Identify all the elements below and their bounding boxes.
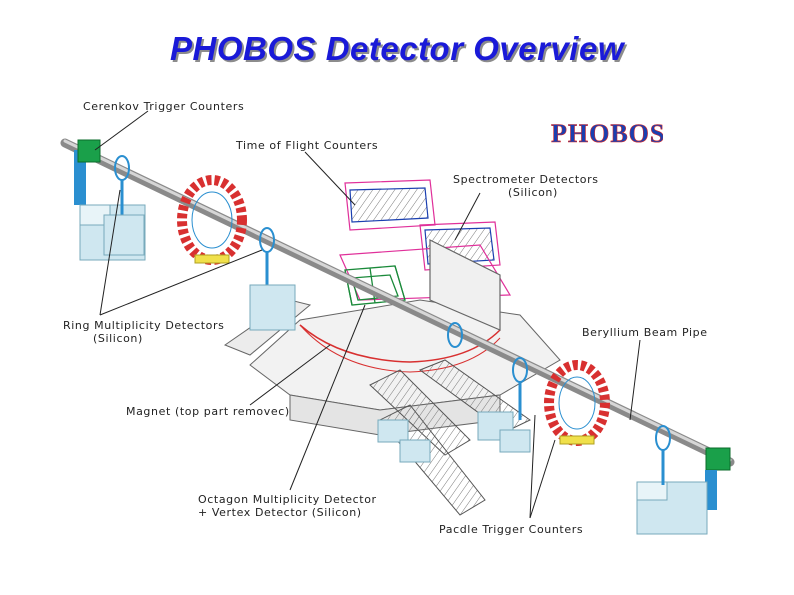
ring-detector-2 xyxy=(249,227,296,331)
ring-detector-1 xyxy=(103,155,145,256)
tof-wheel-left xyxy=(177,175,247,265)
label-beam-pipe: Beryllium Beam Pipe xyxy=(582,326,708,339)
beam-pipe xyxy=(60,138,735,467)
ring-detector-3 xyxy=(447,322,463,348)
ring-detector-4 xyxy=(512,357,528,420)
label-octagon: Octagon Multiplicity Detector xyxy=(198,493,377,506)
logo-text: PHOBOS xyxy=(551,119,663,148)
label-octagon-sub: + Vertex Detector (Silicon) xyxy=(198,506,362,519)
label-ring-sub: (Silicon) xyxy=(93,332,143,345)
rail-assembly xyxy=(369,359,531,516)
spectrometer-frames xyxy=(339,179,512,331)
page-title: PHOBOS Detector Overview xyxy=(170,30,624,67)
label-cerenkov: Cerenkov Trigger Counters xyxy=(83,100,245,113)
label-spectrometer: Spectrometer Detectors xyxy=(453,173,599,186)
label-paddle: Pacdle Trigger Counters xyxy=(439,523,584,536)
label-spectrometer-sub: (Silicon) xyxy=(508,186,558,199)
tof-wheel-right xyxy=(544,360,610,446)
cerenkov-counter-right xyxy=(636,447,731,535)
leader-lines xyxy=(94,110,641,519)
label-ring: Ring Multiplicity Detectors xyxy=(63,319,225,332)
phobos-logo: PHOBOS xyxy=(551,119,663,149)
label-tof: Time of Flight Counters xyxy=(236,139,379,152)
ring-detector-5 xyxy=(655,425,671,485)
label-magnet: Magnet (top part removec) xyxy=(126,405,290,418)
